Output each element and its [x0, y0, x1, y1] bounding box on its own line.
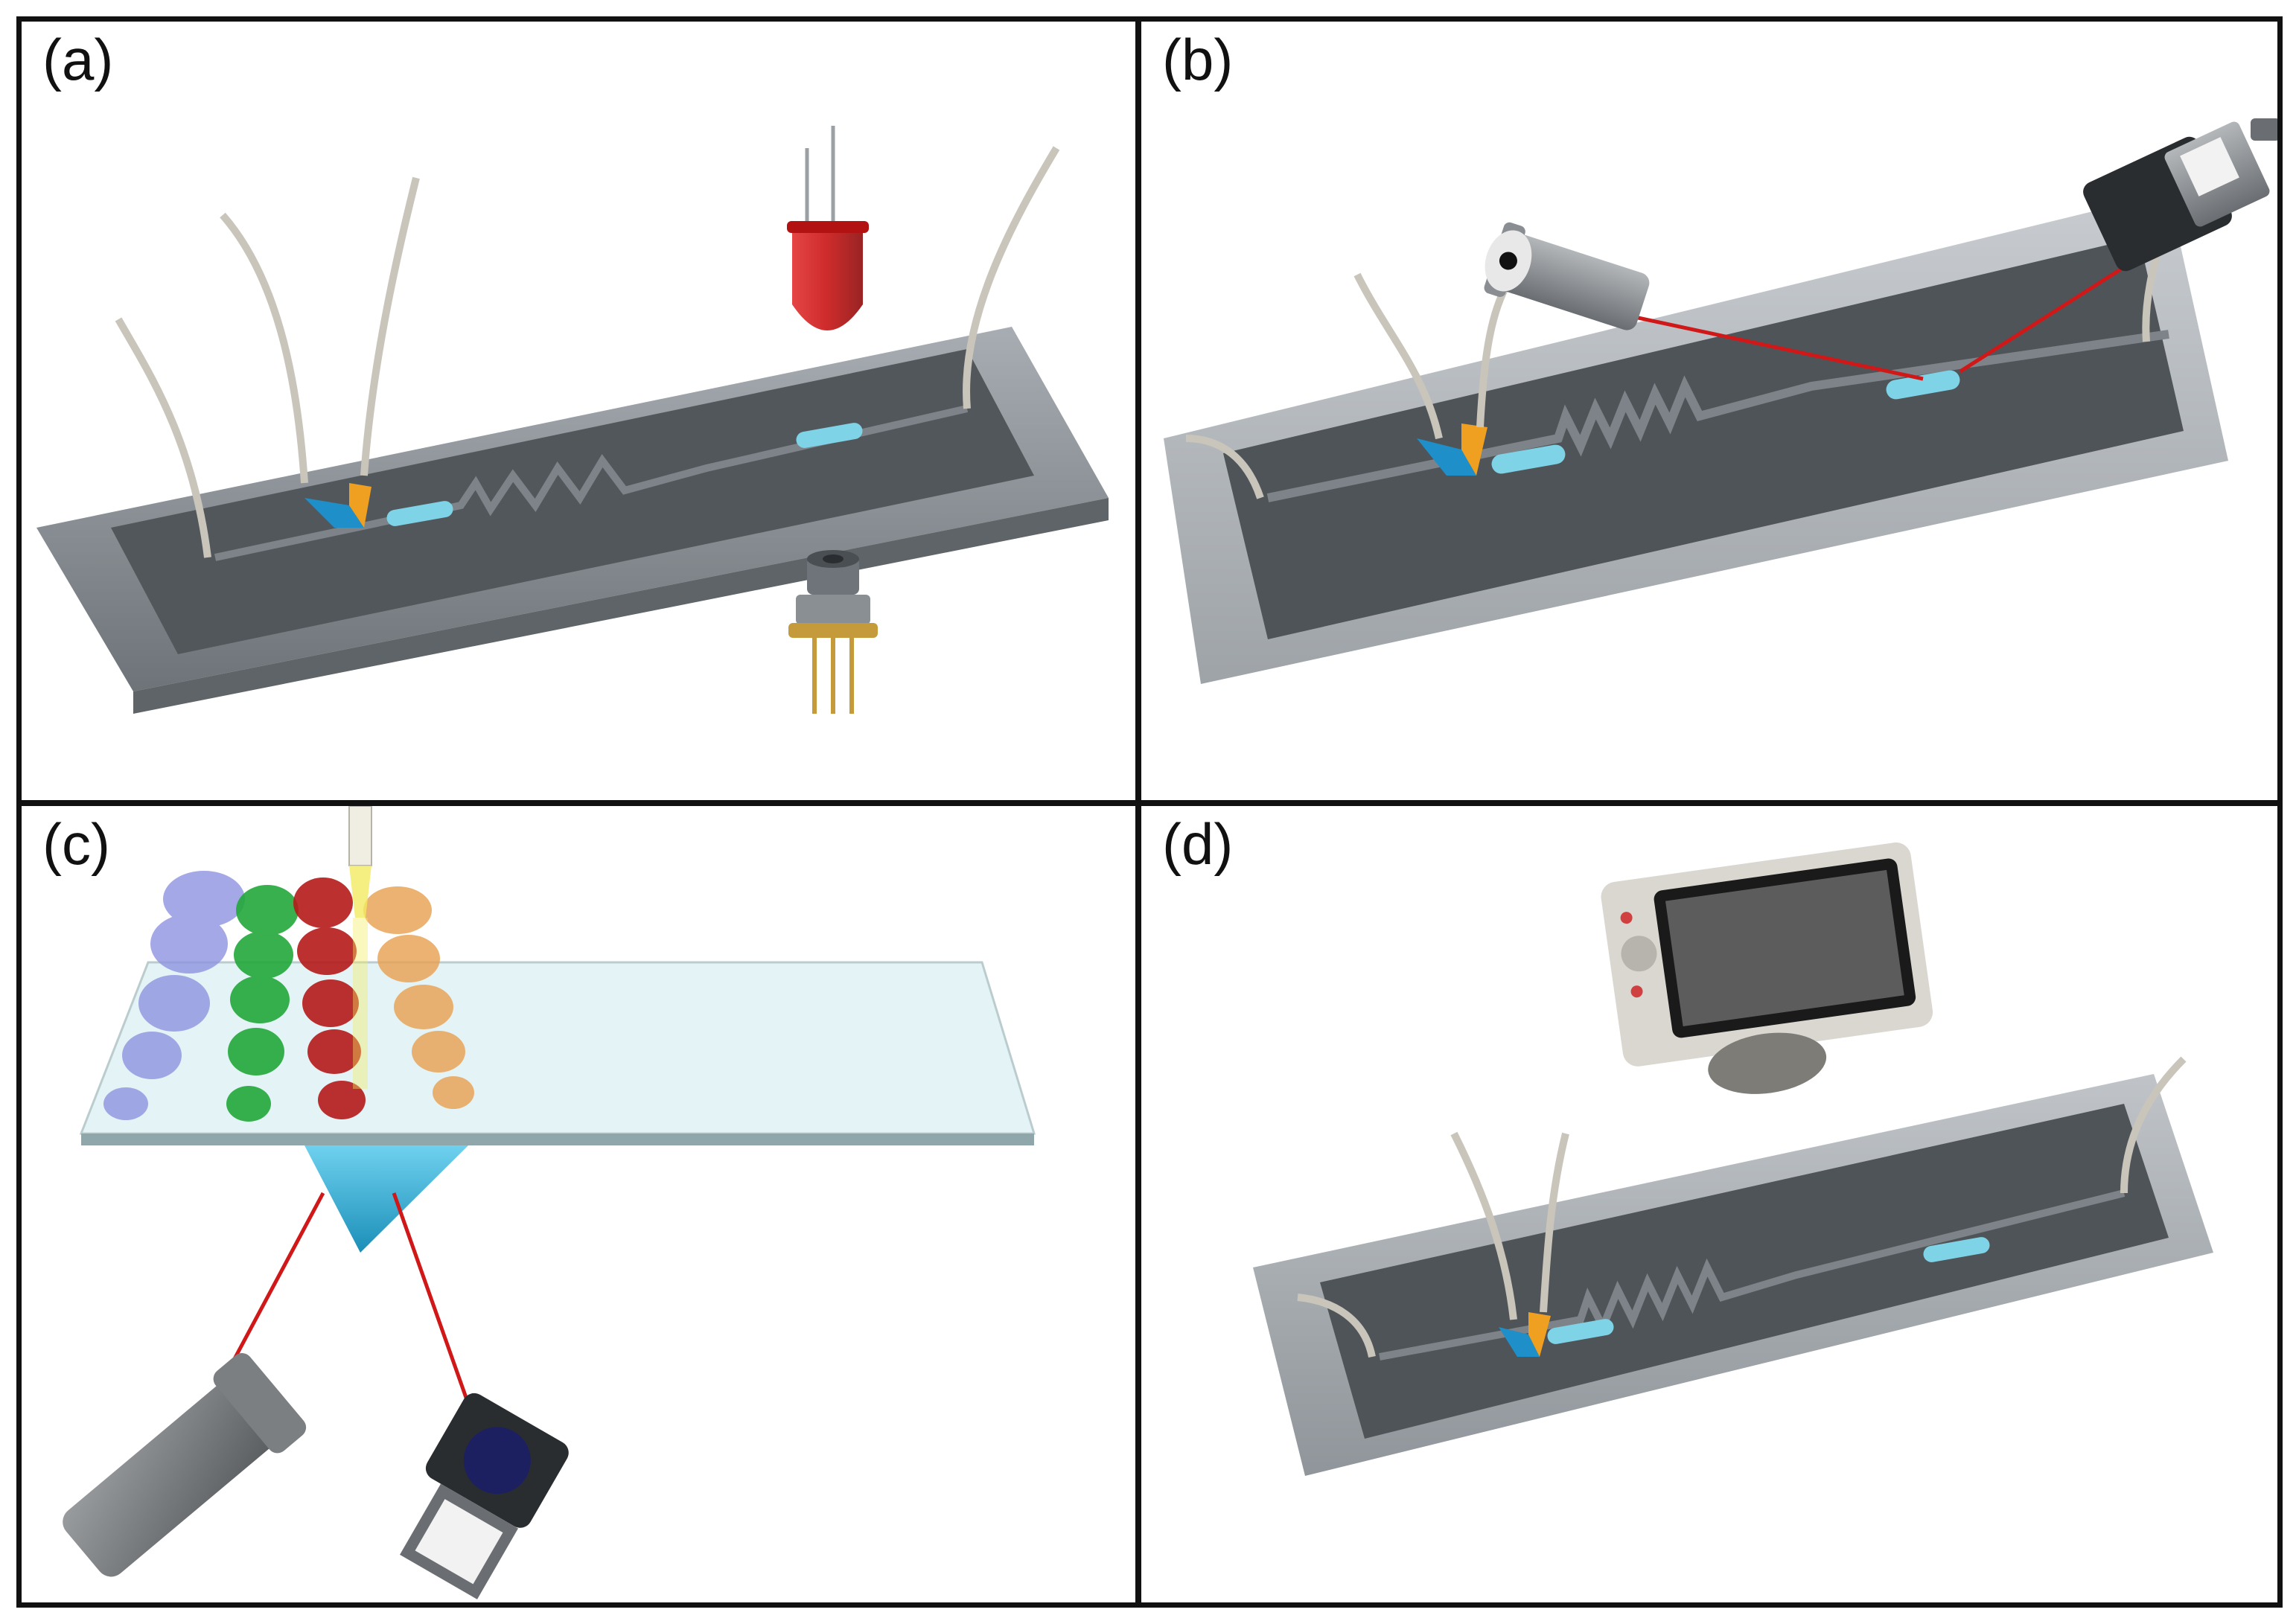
droplets-green	[226, 885, 299, 1122]
mixer-blue	[1499, 1327, 1540, 1357]
panel-label-b: (b)	[1162, 27, 1234, 92]
camera-icon	[400, 1393, 569, 1599]
tubing-inlet-2	[1450, 1131, 1517, 1320]
detection-zone-2	[796, 423, 863, 448]
panel-d: (d)	[1136, 801, 2283, 1608]
mixer-orange	[1461, 423, 1487, 476]
pipette-icon	[348, 806, 372, 1089]
laser-module-icon	[1484, 222, 1650, 330]
tubing-inlet-2	[220, 212, 308, 484]
panel-label-d: (d)	[1162, 811, 1234, 877]
chip-well	[1223, 237, 2184, 639]
detection-zone-1	[1547, 1319, 1614, 1344]
droplets-orange	[363, 886, 474, 1109]
tubing-inlet-1	[115, 317, 211, 558]
detection-zone-2	[1886, 370, 1960, 400]
droplets-red	[293, 877, 366, 1119]
photodiode-icon	[788, 550, 878, 714]
chip-edge	[133, 498, 1109, 714]
tubing-inlet-2	[1353, 272, 1443, 440]
panel-a: (a)	[16, 16, 1141, 805]
microchannel	[1266, 330, 2169, 502]
led-icon	[787, 126, 869, 330]
tubing-inlet-1	[1185, 435, 1264, 499]
glass-slide-edge	[81, 1134, 1034, 1145]
panel-c-illustration	[63, 806, 1036, 1599]
microchannel	[214, 405, 969, 561]
detection-zone-2	[1923, 1237, 1990, 1262]
laser-beam-incident	[1610, 310, 1924, 381]
panel-label-c: (c)	[42, 811, 110, 877]
detection-zone-1	[1491, 444, 1566, 474]
tubing-outlet	[963, 146, 1060, 409]
panel-label-a: (a)	[42, 27, 114, 92]
tubing-inlet-1	[1297, 1294, 1376, 1358]
glass-slide	[79, 961, 1036, 1135]
tubing-inlet-3	[360, 176, 420, 476]
panel-b-illustration	[1164, 118, 2277, 684]
panel-b: (b)	[1136, 16, 2283, 805]
mixer-blue	[1417, 438, 1476, 476]
mixer-orange	[1528, 1312, 1551, 1357]
prism	[304, 1145, 468, 1253]
laser-beam-reflected	[1959, 265, 2126, 374]
microchannel	[1379, 1189, 2126, 1361]
chip-well	[111, 349, 1034, 654]
smartphone-camera-icon	[1601, 842, 1933, 1094]
panel-d-illustration	[1253, 842, 2213, 1476]
panel-c: (c)	[16, 801, 1141, 1608]
panel-a-illustration	[36, 126, 1109, 714]
camera-icon	[2083, 118, 2277, 272]
tubing-inlet-3	[1540, 1132, 1569, 1313]
mixer-orange	[349, 483, 371, 528]
tubing-outlet	[2120, 1056, 2187, 1194]
laser-module-icon	[63, 1353, 307, 1577]
detection-zone-1	[386, 501, 453, 526]
droplets-blue	[103, 871, 245, 1120]
